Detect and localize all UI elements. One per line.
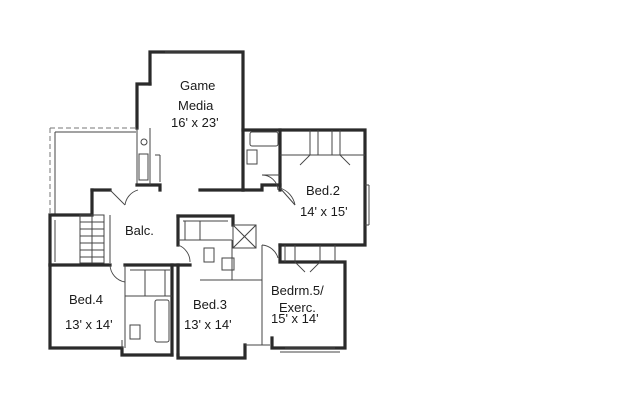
bed2-size: 14' x 15' <box>300 204 348 219</box>
bed5-name-line2: Exerc. <box>279 300 316 315</box>
balcony-name: Balc. <box>125 223 154 238</box>
bed3-name: Bed.3 <box>193 297 227 312</box>
bed2-walls <box>278 128 370 247</box>
bath-upper-right <box>241 128 282 192</box>
balcony-hall-walls <box>48 188 139 267</box>
bed5-name-line1: Bedrm.5/ <box>271 283 324 298</box>
bed5-size: 15' x 14' <box>271 311 319 326</box>
bed4-size: 13' x 14' <box>65 317 113 332</box>
bed3-walls <box>170 214 279 360</box>
game-media-name-line2: Media <box>178 98 214 113</box>
bed4-name: Bed.4 <box>69 292 103 307</box>
bed2-name: Bed.2 <box>306 183 340 198</box>
bed4-walls <box>48 263 174 357</box>
game-media-size: 16' x 23' <box>171 115 219 130</box>
bed3-size: 13' x 14' <box>184 317 232 332</box>
open-to-below-outline <box>49 127 138 215</box>
game-media-walls <box>135 50 282 192</box>
game-media-name-line1: Game <box>180 78 216 93</box>
bed5-walls <box>270 243 347 353</box>
